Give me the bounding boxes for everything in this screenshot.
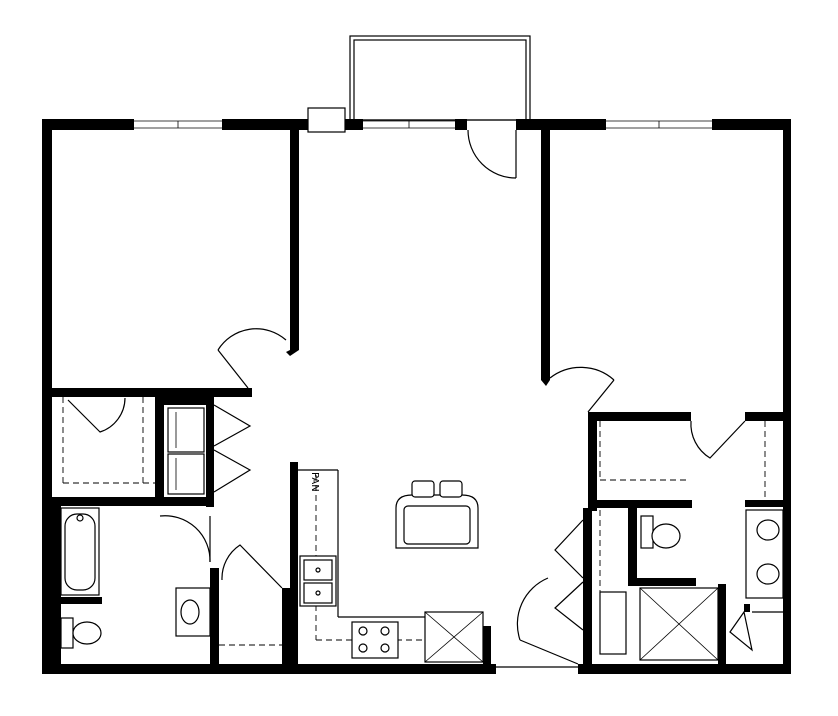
entry-area: [516, 508, 627, 665]
bar-stool: [439, 480, 463, 498]
range: [351, 621, 399, 659]
dryer: [167, 453, 205, 495]
water-heater: [599, 591, 627, 655]
hall-closet: [221, 544, 290, 664]
left-bedroom-walls: [52, 130, 299, 397]
left-bathroom: [52, 506, 290, 664]
bathtub: [60, 507, 100, 596]
washer: [167, 407, 205, 453]
balcony-door: [467, 129, 517, 179]
right-bathroom: [628, 508, 784, 664]
exterior-walls: [42, 107, 791, 674]
laundry-closet: [164, 397, 252, 507]
toilet-tank: [60, 617, 74, 649]
right-bedroom-walls: [541, 130, 783, 459]
pantry-label: PAN: [309, 472, 320, 492]
top-windows: [134, 120, 712, 129]
bar-stool: [411, 480, 435, 498]
wall-vent: [307, 107, 346, 133]
toilet-bowl: [72, 621, 102, 645]
kitchen-island: [395, 480, 479, 549]
left-closet: [52, 397, 212, 506]
kitchen: PAN: [290, 462, 491, 666]
balcony: [349, 35, 531, 121]
right-closet: [588, 421, 783, 511]
toilet-tank: [640, 515, 654, 549]
double-vanity: [745, 509, 784, 599]
vanity: [175, 587, 211, 637]
kitchen-sink: [299, 555, 337, 607]
toilet-bowl: [651, 523, 681, 549]
